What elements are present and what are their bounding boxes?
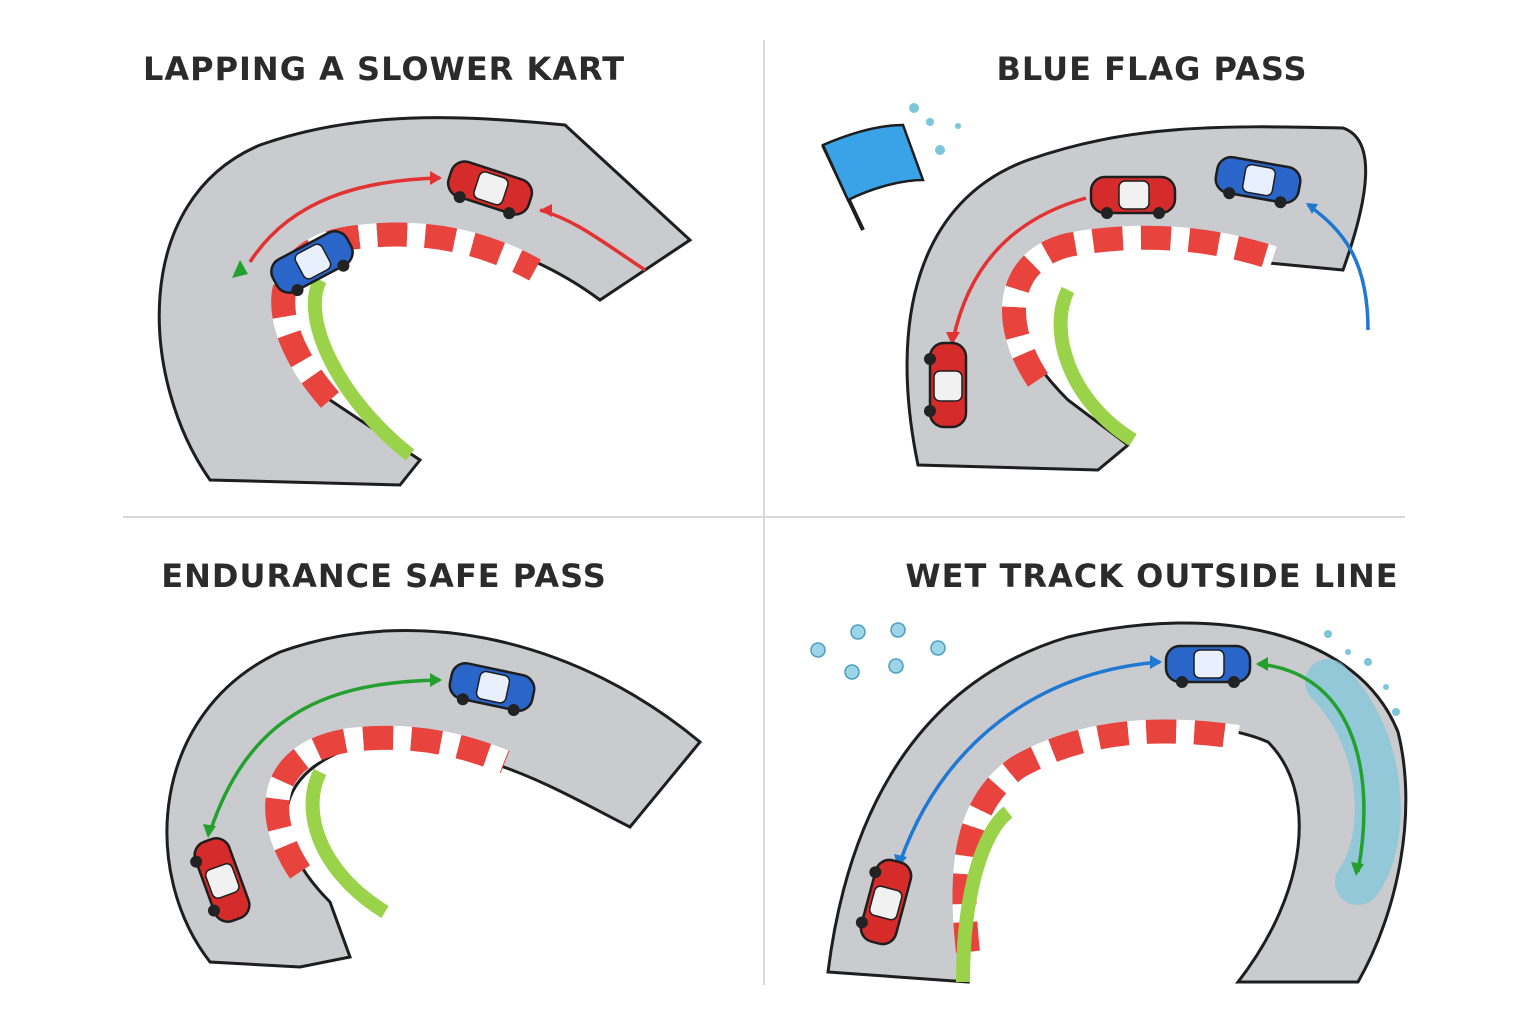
red-arrowhead xyxy=(946,332,960,345)
wet-patch xyxy=(1305,659,1401,905)
green-arrow xyxy=(1257,662,1366,873)
panel-illustration xyxy=(821,103,1370,472)
grass-strip xyxy=(307,276,415,461)
rain-drops-icon xyxy=(810,622,946,680)
horizontal-divider xyxy=(123,516,1405,518)
vertical-divider xyxy=(763,40,765,985)
red-car xyxy=(190,837,251,923)
panel-title: WET TRACK OUTSIDE LINE xyxy=(905,557,1399,595)
blue-car xyxy=(1214,155,1302,209)
track-surface xyxy=(157,116,693,487)
panel-lapping-slower-kart: LAPPING A SLOWER KART xyxy=(0,0,768,512)
blue-arrowhead xyxy=(1306,203,1318,214)
kerb xyxy=(952,719,1240,954)
red-arrowhead xyxy=(540,204,552,217)
kerb xyxy=(265,725,510,879)
kerb-white xyxy=(265,725,510,879)
green-marker xyxy=(232,260,248,278)
panel-blue-flag-pass: BLUE FLAG PASS xyxy=(768,0,1536,512)
red-car xyxy=(1089,175,1177,219)
red-pass-arrow xyxy=(248,176,441,263)
panel-endurance-safe-pass: ENDURANCE SAFE PASS xyxy=(0,512,768,1024)
green-arrowhead-down xyxy=(1351,862,1364,876)
panel-title: BLUE FLAG PASS xyxy=(996,50,1308,88)
blue-arrow xyxy=(898,660,1161,863)
panel-illustration xyxy=(810,621,1408,984)
panel-illustration xyxy=(157,116,693,487)
kerb xyxy=(1002,225,1277,387)
panel-title: LAPPING A SLOWER KART xyxy=(142,50,626,88)
blue-car xyxy=(270,230,354,297)
blue-arrow xyxy=(1306,203,1370,331)
blue-car xyxy=(448,662,536,717)
green-arrow xyxy=(208,678,441,833)
grass-strip xyxy=(1053,286,1137,446)
spray-icon xyxy=(1324,630,1400,716)
grass-strip xyxy=(305,768,389,918)
green-arrowhead-left xyxy=(1256,657,1268,671)
red-car xyxy=(446,160,534,220)
panel-wet-track-outside-line: WET TRACK OUTSIDE LINE xyxy=(768,512,1536,1024)
red-pass-arrowhead xyxy=(430,171,442,185)
blue-car xyxy=(1164,644,1252,688)
blue-flag-icon xyxy=(821,123,925,231)
track-surface xyxy=(165,629,703,969)
water-splash-icon xyxy=(909,103,961,155)
kerb-white xyxy=(1002,225,1277,387)
panel-title: ENDURANCE SAFE PASS xyxy=(161,557,607,595)
red-car-lapped xyxy=(924,341,968,429)
panel-illustration xyxy=(165,629,703,969)
red-car xyxy=(855,858,913,946)
green-arrowhead-down xyxy=(203,824,216,838)
blue-arrowhead-right xyxy=(1150,655,1162,669)
red-arrow xyxy=(951,196,1087,341)
grass-strip xyxy=(956,806,1013,983)
green-arrowhead-right xyxy=(430,673,442,687)
